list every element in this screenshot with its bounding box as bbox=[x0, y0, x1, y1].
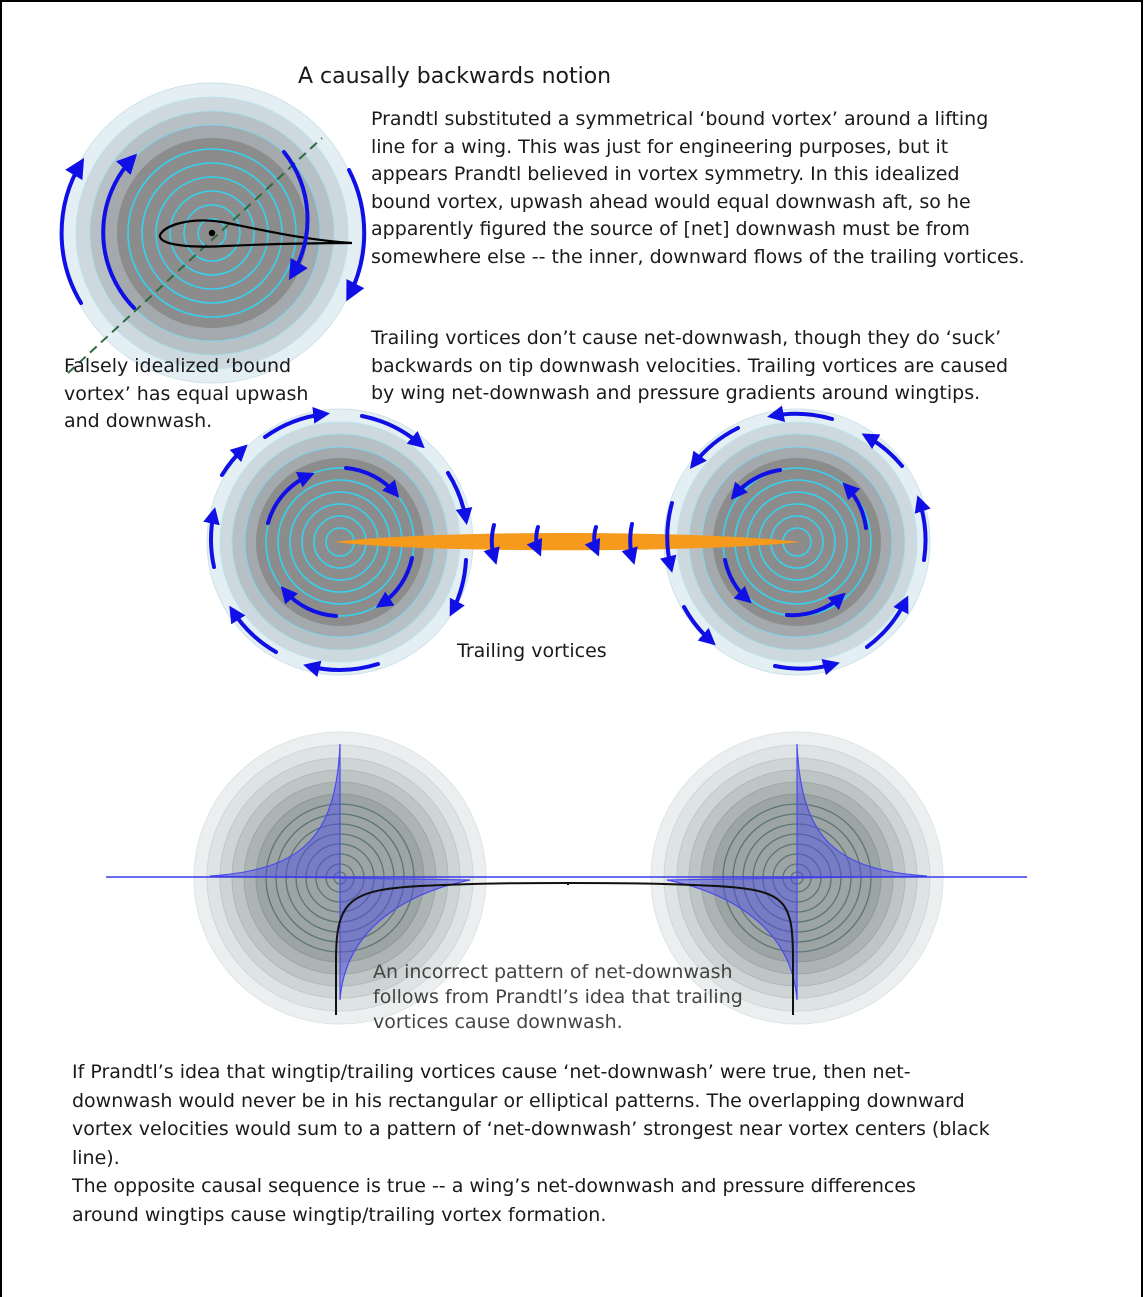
trailing-vortices-caption: Trailing vortices bbox=[457, 640, 607, 662]
incorrect-pattern-caption: An incorrect pattern of net-downwash fol… bbox=[373, 961, 743, 1033]
trailing-vortices-figure bbox=[203, 405, 931, 678]
airfoil-outline bbox=[158, 219, 353, 248]
conclusion-paragraph: If Prandtl’s idea that wingtip/trailing … bbox=[72, 1061, 990, 1226]
airfoil-center-dot bbox=[208, 229, 216, 237]
bound-vortex-flow-arrows bbox=[59, 150, 367, 310]
trailing-flow-arrows bbox=[203, 405, 931, 678]
trailing-vortex-paragraph: Trailing vortices don’t cause net-downwa… bbox=[371, 327, 1009, 404]
downwash-profile-figure bbox=[106, 731, 1027, 1025]
page-title: A causally backwards notion bbox=[298, 64, 612, 89]
bound-vortex-paragraph: Prandtl substituted a symmetrical ‘bound… bbox=[371, 108, 1025, 268]
bound-vortex-figure bbox=[59, 82, 367, 384]
wing-center-tick bbox=[567, 882, 569, 885]
chord-axis-line bbox=[67, 137, 323, 374]
wing-section bbox=[334, 533, 800, 551]
vortex-velocity-profiles bbox=[209, 743, 928, 1001]
bound-vortex-caption: Falsely idealized ‘bound vortex’ has equ… bbox=[64, 355, 309, 432]
